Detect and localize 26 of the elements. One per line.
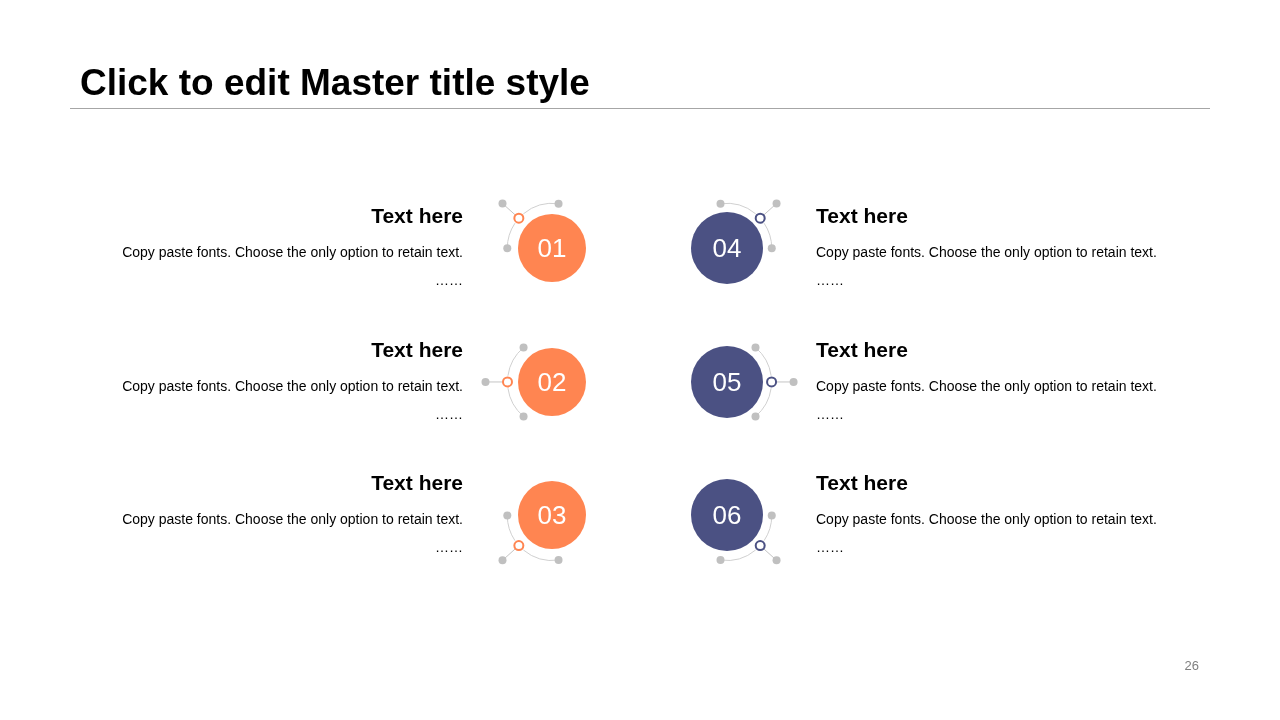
heading-text: Text here — [816, 336, 908, 362]
page-number: 26 — [1184, 658, 1199, 674]
body-text: Copy paste fonts. Choose the only option to retain text. — [816, 510, 1157, 528]
ellipsis-text: …… — [435, 538, 463, 556]
ellipsis-text: …… — [816, 405, 844, 423]
body-text: Copy paste fonts. Choose the only option to retain text. — [122, 243, 463, 261]
body-text: Copy paste fonts. Choose the only option to retain text. — [122, 377, 463, 395]
body-text: Copy paste fonts. Choose the only option to retain text. — [816, 243, 1157, 261]
number-circle: 02 — [518, 348, 586, 416]
number-circle: 03 — [518, 481, 586, 549]
number-circle: 05 — [691, 346, 763, 418]
body-text: Copy paste fonts. Choose the only option to retain text. — [816, 377, 1157, 395]
heading-text: Text here — [816, 469, 908, 495]
slide-title: Click to edit Master title style — [80, 64, 590, 101]
ellipsis-text: …… — [435, 405, 463, 423]
heading-text: Text here — [816, 202, 908, 228]
ellipsis-text: …… — [816, 538, 844, 556]
ellipsis-text: …… — [816, 271, 844, 289]
ellipsis-text: …… — [435, 271, 463, 289]
body-text: Copy paste fonts. Choose the only option to retain text. — [122, 510, 463, 528]
heading-text: Text here — [371, 469, 463, 495]
number-circle: 06 — [691, 479, 763, 551]
number-circle: 04 — [691, 212, 763, 284]
heading-text: Text here — [371, 202, 463, 228]
number-circle: 01 — [518, 214, 586, 282]
heading-text: Text here — [371, 336, 463, 362]
